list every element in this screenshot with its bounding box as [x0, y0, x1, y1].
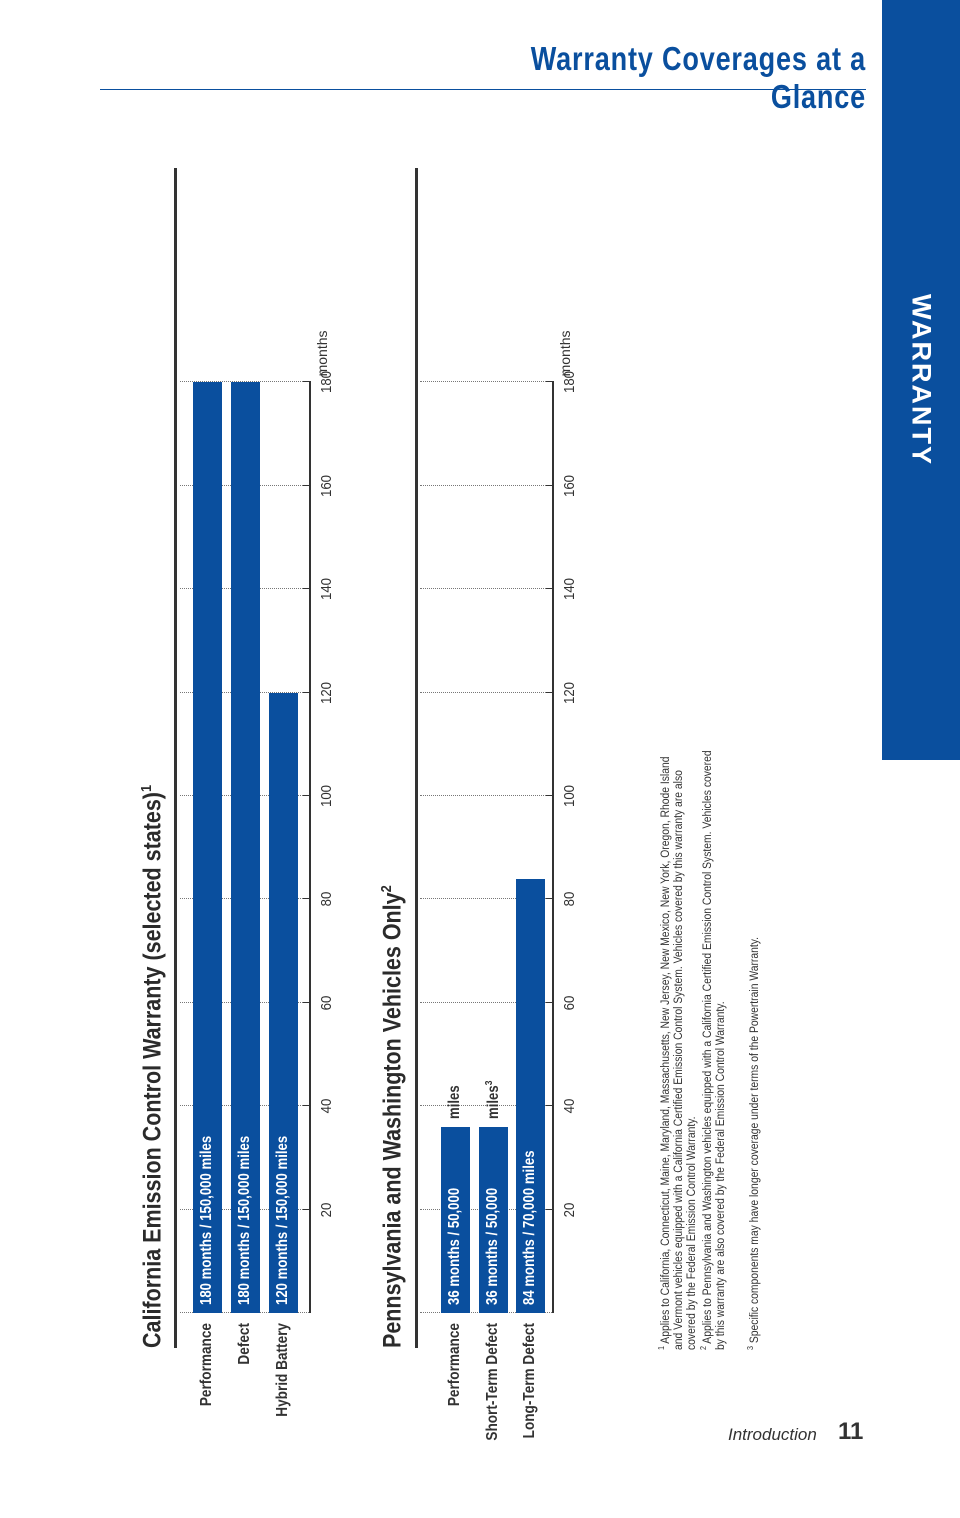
footnote-number: 1	[657, 1345, 666, 1350]
row-label: Defect	[236, 1323, 253, 1365]
chart-title-footnote-ref: 1	[138, 784, 155, 793]
coverage-bar-label: 180 months / 150,000 miles	[198, 1135, 215, 1305]
header-rule	[100, 89, 866, 90]
row-label: Performance	[198, 1323, 215, 1407]
axis-tick-label: 100	[561, 784, 578, 808]
grid-line	[420, 381, 552, 383]
grid-line	[420, 795, 552, 796]
footnote-text: Specific components may have longer cove…	[748, 936, 761, 1346]
row-label: Short-Term Defect	[484, 1323, 501, 1441]
axis-tick-label: 80	[561, 892, 578, 907]
grid-line	[420, 588, 552, 590]
grid-line	[420, 691, 552, 693]
coverage-bar-label: 36 months / 50,000	[484, 1187, 501, 1305]
grid-line	[420, 484, 552, 486]
axis-tick-label: 20	[561, 1202, 578, 1217]
axis-unit-label: months	[314, 330, 330, 377]
footnote-1: 1 Applies to California, Connecticut, Ma…	[655, 738, 699, 1350]
axis-tick-label: 120	[318, 681, 335, 704]
footer-section-label: Introduction	[728, 1425, 817, 1444]
row-label: Hybrid Battery	[274, 1323, 291, 1417]
footnote-ref: 3	[484, 1080, 495, 1086]
coverage-bar-label: 36 months / 50,000	[446, 1187, 463, 1305]
row-label: Performance	[446, 1323, 463, 1407]
footnote-text: Applies to California, Connecticut, Main…	[659, 756, 698, 1350]
chart-2-title: Pennsylvania and Washington Vehicles Onl…	[378, 885, 407, 1348]
axis-tick-label: 40	[318, 1098, 335, 1114]
page-title: Warranty Coverages at a Glance	[530, 40, 866, 115]
row-label: Long-Term Defect	[521, 1323, 538, 1439]
axis-tick-label: 140	[318, 578, 335, 601]
axis-tick-label: 40	[561, 1098, 578, 1114]
section-side-tab	[882, 0, 960, 760]
axis-tick-label: 80	[318, 892, 335, 907]
axis-tick-label: 160	[318, 474, 335, 497]
bar-note: miles	[446, 1085, 463, 1119]
footnote-number: 2	[699, 1345, 708, 1350]
chart-1-title: California Emission Control Warranty (se…	[138, 784, 167, 1348]
axis-tick-label: 100	[318, 784, 335, 808]
x-axis	[309, 382, 311, 1313]
x-axis	[552, 382, 554, 1313]
footnote-3: 3 Specific components may have longer co…	[744, 738, 762, 1350]
axis-tick-label: 160	[561, 474, 578, 497]
axis-tick-label: 140	[561, 578, 578, 601]
chart-2-title-rule	[415, 168, 418, 1348]
footnote-text: Applies to Pennsylvania and Washington v…	[701, 750, 727, 1350]
coverage-bar-label: 84 months / 70,000 miles	[521, 1150, 538, 1305]
coverage-bar-label: 120 months / 150,000 miles	[274, 1135, 291, 1305]
page-number: 11	[838, 1418, 864, 1445]
chart-1-title-rule	[174, 168, 177, 1348]
footnote-2: 2 Applies to Pennsylvania and Washington…	[697, 738, 728, 1350]
coverage-bar-label: 180 months / 150,000 miles	[236, 1135, 253, 1305]
footnote-number: 3	[746, 1345, 755, 1350]
axis-tick-label: 120	[561, 681, 578, 704]
bar-note: miles3	[484, 1080, 503, 1119]
axis-tick-label: 60	[561, 995, 578, 1011]
axis-unit-label: months	[557, 330, 573, 377]
chart-title-footnote-ref: 2	[378, 885, 395, 893]
axis-tick-label: 20	[318, 1202, 335, 1217]
axis-tick-label: 60	[318, 995, 335, 1011]
